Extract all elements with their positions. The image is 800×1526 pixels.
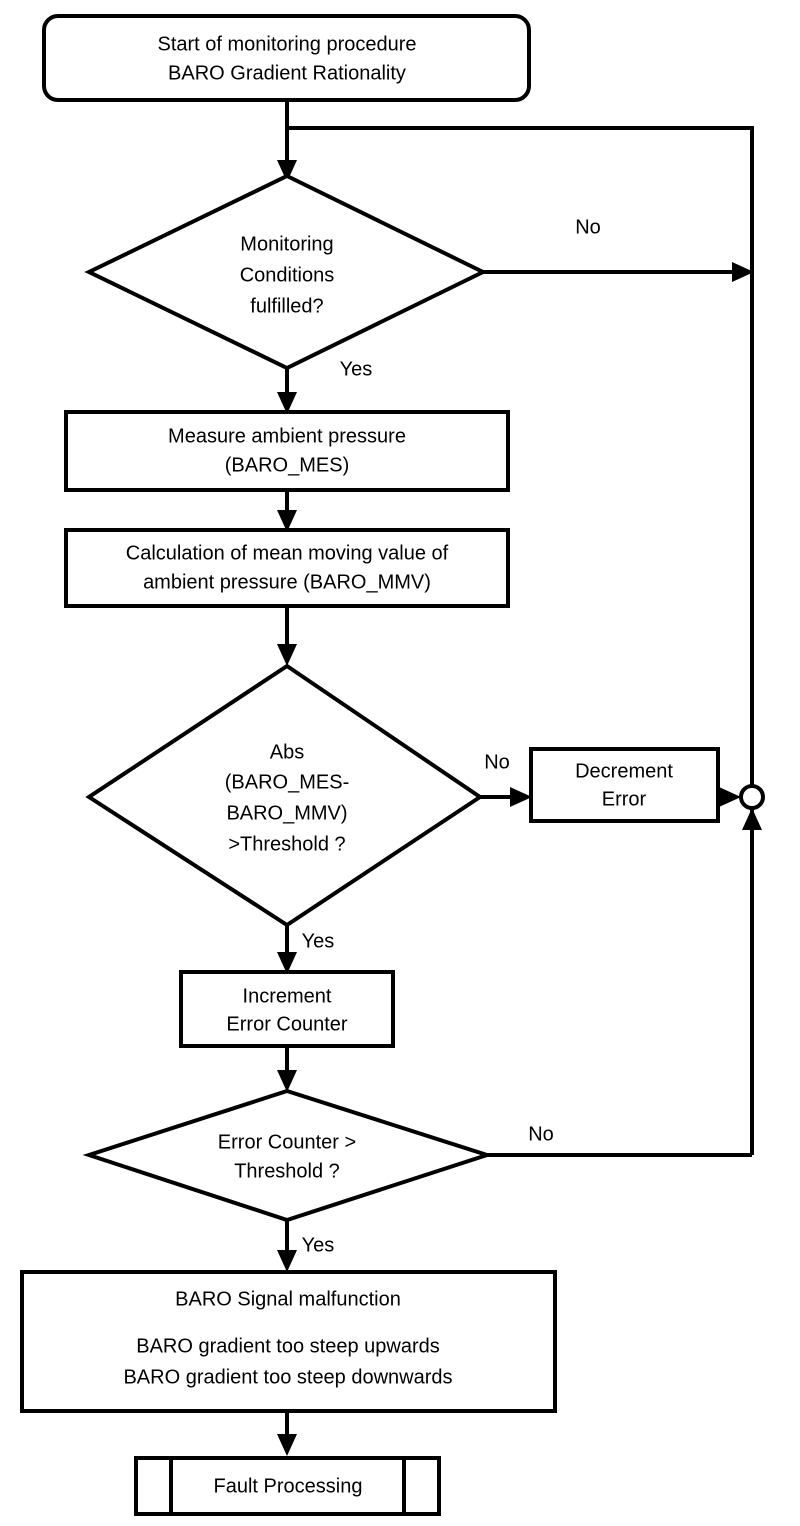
decision-threshold-shape	[85, 663, 484, 928]
node-start[interactable]: Start of monitoring procedure BARO Gradi…	[42, 14, 531, 102]
connector-decrement-to-junction	[718, 787, 741, 807]
connector-start-to-decision1	[277, 100, 297, 182]
increment-counter-line-1: Increment	[243, 985, 332, 1007]
connector-malfunction-to-fault	[277, 1411, 297, 1456]
fault-processing-label: Fault Processing	[214, 1475, 363, 1497]
node-measure-ambient-pressure[interactable]: Measure ambient pressure (BARO_MES)	[64, 410, 510, 492]
connector-calc-to-decision2	[277, 606, 297, 666]
calc-mmv-line-1: Calculation of mean moving value of	[126, 542, 449, 564]
connector-junction-from-below	[742, 808, 762, 1155]
decision-threshold-line-3: BARO_MMV)	[226, 802, 347, 824]
start-line-1: Start of monitoring procedure	[157, 33, 416, 55]
decision-counter-line-2: Threshold ?	[234, 1160, 340, 1182]
decrement-error-line-2: Error	[602, 788, 647, 810]
node-decision-monitoring-conditions[interactable]: Monitoring Conditions fulfilled?	[84, 173, 488, 371]
node-decision-gradient-threshold[interactable]: Abs (BARO_MES- BARO_MMV) >Threshold ?	[85, 663, 484, 928]
decision-conditions-line-2: Conditions	[240, 264, 335, 286]
decrement-error-line-1: Decrement	[575, 760, 673, 782]
node-fault-processing[interactable]: Fault Processing	[134, 1456, 441, 1516]
connector-decision1-yes	[277, 368, 297, 414]
decision-conditions-line-1: Monitoring	[240, 233, 333, 255]
node-calculate-mean-moving-value[interactable]: Calculation of mean moving value of ambi…	[64, 528, 510, 608]
decision-counter-line-1: Error Counter >	[218, 1131, 356, 1153]
node-decision-error-counter[interactable]: Error Counter > Threshold ?	[82, 1088, 494, 1223]
measure-pressure-line-2: (BARO_MES)	[225, 454, 349, 476]
node-increment-error-counter[interactable]: Increment Error Counter	[179, 970, 395, 1048]
edge-label-counter-no: No	[528, 1123, 554, 1145]
increment-counter-shape	[179, 970, 395, 1048]
decision-threshold-line-2: (BARO_MES-	[225, 771, 349, 793]
merge-junction-node	[739, 784, 765, 810]
decision-conditions-shape	[84, 173, 488, 371]
decrement-error-shape	[529, 747, 720, 823]
node-baro-signal-malfunction[interactable]: BARO Signal malfunction BARO gradient to…	[20, 1270, 557, 1413]
calc-mmv-shape	[64, 528, 510, 608]
connector-decision3-yes	[277, 1220, 297, 1272]
start-line-2: BARO Gradient Rationality	[168, 62, 406, 84]
edge-label-counter-yes: Yes	[302, 1234, 335, 1256]
decision-threshold-line-4: >Threshold ?	[228, 833, 345, 855]
increment-counter-line-2: Error Counter	[226, 1013, 347, 1035]
start-shape	[42, 14, 531, 102]
fault-processing-shape	[134, 1456, 441, 1516]
connector-measure-to-calc	[277, 490, 297, 532]
malfunction-line-1: BARO Signal malfunction	[175, 1288, 401, 1310]
decision-threshold-line-1: Abs	[270, 741, 304, 763]
edge-label-threshold-no: No	[484, 751, 510, 773]
edge-label-conditions-no: No	[575, 216, 601, 238]
connector-decision1-no	[483, 262, 754, 282]
decision-counter-shape	[82, 1088, 494, 1223]
edge-label-threshold-yes: Yes	[302, 930, 335, 952]
malfunction-shape	[20, 1270, 557, 1413]
connector-decision2-yes	[277, 925, 297, 974]
node-decrement-error[interactable]: Decrement Error	[529, 747, 720, 823]
decision-conditions-line-3: fulfilled?	[250, 295, 323, 317]
calc-mmv-line-2: ambient pressure (BARO_MMV)	[143, 571, 431, 593]
measure-pressure-line-1: Measure ambient pressure	[168, 425, 406, 447]
connector-increment-to-decision3	[277, 1046, 297, 1092]
edge-label-conditions-yes: Yes	[340, 358, 373, 380]
malfunction-line-3: BARO gradient too steep downwards	[123, 1366, 452, 1388]
malfunction-line-2: BARO gradient too steep upwards	[136, 1335, 440, 1357]
measure-pressure-shape	[64, 410, 510, 492]
